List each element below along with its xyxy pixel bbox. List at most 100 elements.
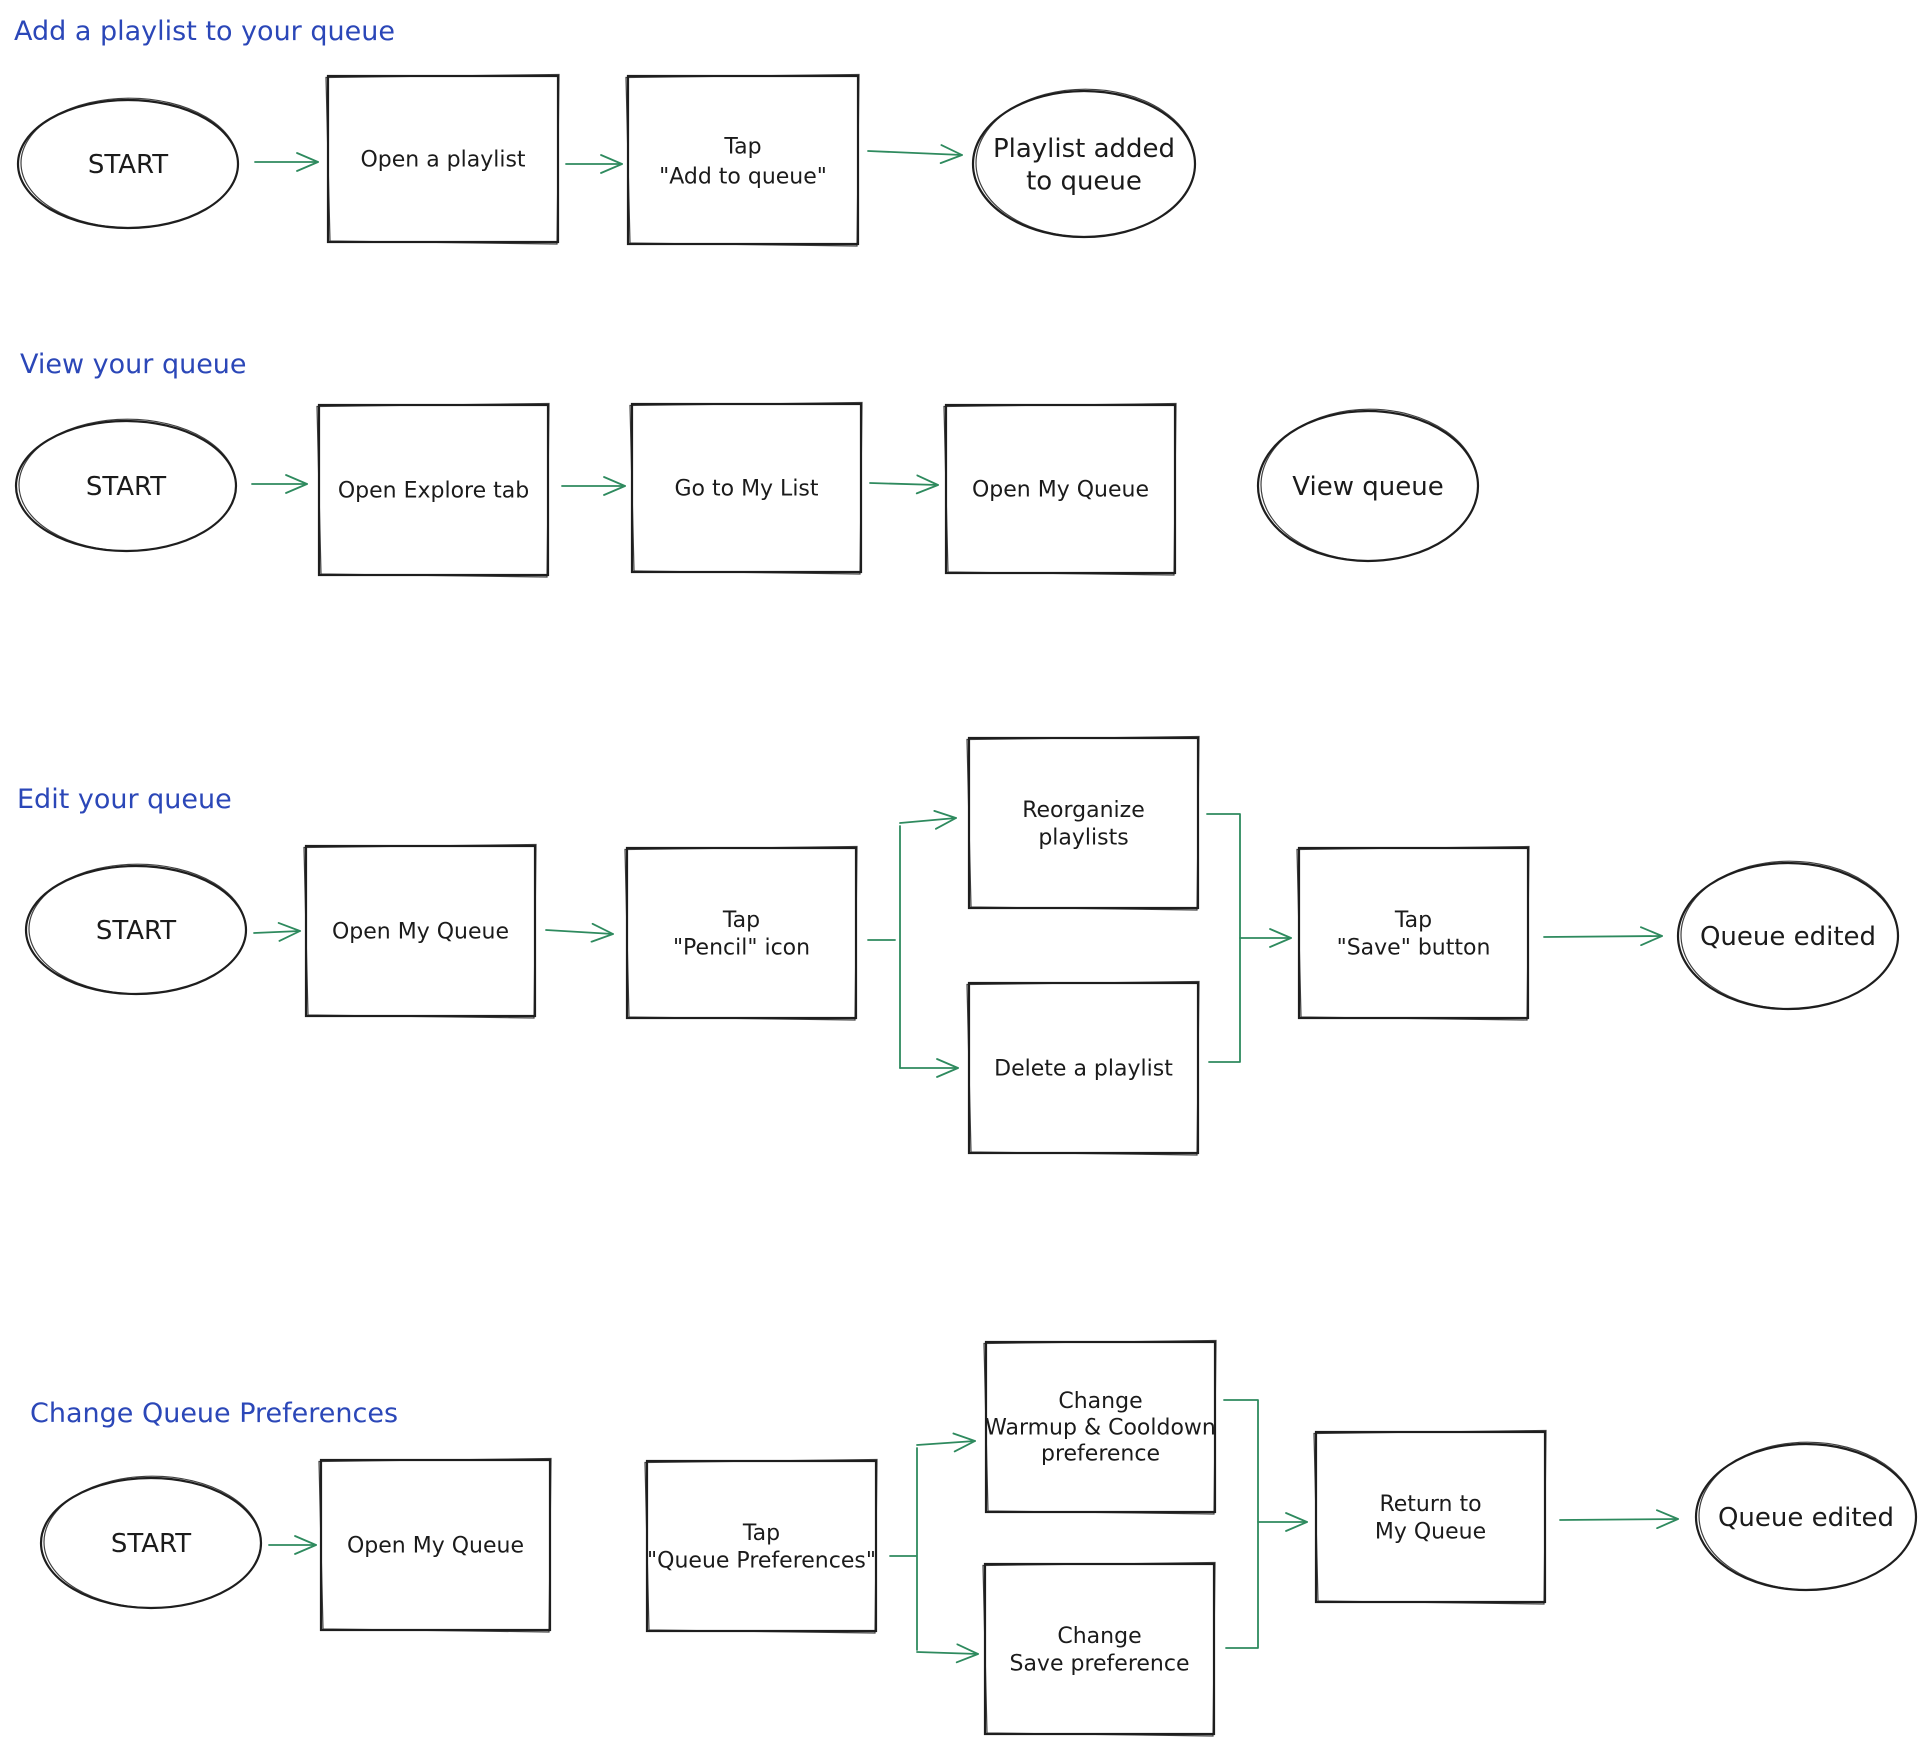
- s4-end-node: Queue edited: [1694, 1441, 1918, 1592]
- node-label: View queue: [1292, 472, 1443, 502]
- node-label: Open My Queue: [347, 1534, 524, 1559]
- s1-start-node: START: [16, 97, 240, 230]
- node-label: START: [111, 1529, 191, 1559]
- section-title-edit-queue: Edit your queue: [17, 784, 232, 815]
- node-label: Tap: [722, 908, 760, 933]
- s3-myqueue-node: Open My Queue: [303, 843, 537, 1019]
- node-label: Queue edited: [1700, 922, 1876, 952]
- node-label: "Queue Preferences": [647, 1548, 876, 1573]
- arrow-connector: [1543, 926, 1663, 947]
- rect-sketch-stroke: [624, 845, 858, 1021]
- section-title-change-preferences: Change Queue Preferences: [30, 1398, 398, 1429]
- s2-explore-node: Open Explore tab: [316, 402, 550, 578]
- rect-sketch-stroke: [943, 402, 1177, 576]
- node-label: Go to My List: [674, 477, 818, 502]
- rect-sketch-stroke: [1296, 845, 1530, 1021]
- section-title-view-queue: View your queue: [20, 349, 247, 380]
- s3-delete-node: Delete a playlist: [966, 980, 1200, 1156]
- rect-shape: [625, 846, 858, 1020]
- s4-prefs-node: Tap"Queue Preferences": [644, 1458, 878, 1634]
- node-label: START: [88, 150, 168, 180]
- node-label: START: [86, 472, 166, 502]
- oval-sketch-stroke: [1680, 860, 1899, 1010]
- arrow-connector: [1559, 1509, 1679, 1530]
- section-title-add-playlist: Add a playlist to your queue: [14, 16, 395, 47]
- node-label: playlists: [1038, 825, 1128, 850]
- s3-save-node: Tap"Save" button: [1296, 845, 1530, 1021]
- oval-sketch-stroke: [20, 97, 239, 229]
- rect-shape: [645, 1459, 878, 1633]
- rect-sketch-stroke: [982, 1561, 1216, 1737]
- node-label: Change: [1058, 1389, 1142, 1414]
- node-label: Queue edited: [1718, 1503, 1894, 1533]
- node-label: Tap: [1394, 908, 1432, 933]
- node-label: Warmup & Cooldown: [985, 1415, 1216, 1440]
- oval-sketch-stroke: [975, 88, 1196, 238]
- arrow-connector: [916, 1643, 979, 1664]
- node-label: "Pencil" icon: [673, 935, 810, 960]
- s1-open-node: Open a playlist: [325, 73, 560, 245]
- node-label: Open My Queue: [332, 920, 509, 945]
- merge-bracket: [1223, 1399, 1259, 1649]
- node-label: "Save" button: [1337, 935, 1491, 960]
- node-label: Save preference: [1009, 1651, 1189, 1676]
- s3-end-node: Queue edited: [1676, 860, 1900, 1011]
- node-label: Open Explore tab: [338, 479, 529, 504]
- node-label: Open My Queue: [972, 478, 1149, 503]
- rect-shape: [983, 1562, 1216, 1736]
- node-label: My Queue: [1375, 1519, 1486, 1544]
- oval-sketch-stroke: [28, 863, 247, 995]
- node-label: Change: [1057, 1624, 1141, 1649]
- node-label: Tap: [723, 134, 761, 159]
- rect-sketch-stroke: [966, 735, 1200, 911]
- rect-sketch-stroke: [966, 980, 1200, 1156]
- node-label: preference: [1041, 1442, 1160, 1467]
- rect-sketch-stroke: [983, 1339, 1217, 1515]
- node-label: "Add to queue": [659, 164, 827, 189]
- arrow-connector: [869, 474, 939, 495]
- node-label: Tap: [742, 1521, 780, 1546]
- rect-sketch-stroke: [316, 402, 550, 578]
- arrow-connector: [899, 810, 957, 830]
- s3-start-node: START: [24, 863, 248, 996]
- rect-sketch-stroke: [325, 73, 560, 245]
- arrow-connector: [867, 144, 963, 164]
- s2-start-node: START: [14, 418, 238, 553]
- oval-sketch-stroke: [1260, 408, 1479, 562]
- node-label: Delete a playlist: [994, 1057, 1173, 1082]
- s3-pencil-node: Tap"Pencil" icon: [624, 845, 858, 1021]
- node-label: Reorganize: [1022, 798, 1145, 823]
- rect-shape: [1297, 846, 1530, 1020]
- s1-tap-node: Tap "Add to queue": [625, 73, 860, 247]
- node-label: Open a playlist: [360, 148, 525, 173]
- rect-sketch-stroke: [625, 73, 860, 247]
- arrow-connector: [916, 1432, 976, 1453]
- rect-sketch-stroke: [303, 843, 537, 1019]
- node-label: Return to: [1379, 1492, 1481, 1517]
- arrow-connector: [545, 922, 614, 943]
- rect-shape: [626, 74, 860, 246]
- s2-end-node: View queue: [1256, 408, 1480, 563]
- merge-bracket: [1206, 813, 1241, 1063]
- rect-sketch-stroke: [1313, 1429, 1547, 1605]
- connector-lines: [251, 144, 1679, 1664]
- s4-myqueue-node: Open My Queue: [318, 1457, 552, 1633]
- node-label: to queue: [1026, 166, 1142, 196]
- oval-sketch-stroke: [18, 418, 237, 552]
- rect-shape: [967, 736, 1200, 910]
- s2-mylist-node: Go to My List: [629, 401, 863, 575]
- arrow-connector: [253, 922, 301, 942]
- rect-sketch-stroke: [629, 401, 863, 575]
- s4-start-node: START: [39, 1475, 263, 1610]
- oval-shape: [971, 89, 1197, 239]
- oval-sketch-stroke: [1698, 1441, 1917, 1591]
- rect-sketch-stroke: [644, 1458, 878, 1634]
